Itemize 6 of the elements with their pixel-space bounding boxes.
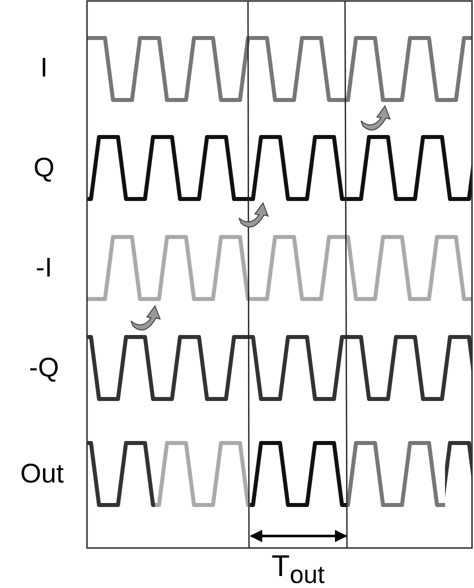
signal-label: -Q — [29, 354, 59, 382]
signal-label: Out — [20, 460, 64, 488]
signal-label: I — [40, 54, 48, 82]
signal-label: -I — [36, 254, 52, 282]
period-label: T$_{out}$ — [271, 552, 325, 588]
signal-label: Q — [34, 154, 54, 182]
